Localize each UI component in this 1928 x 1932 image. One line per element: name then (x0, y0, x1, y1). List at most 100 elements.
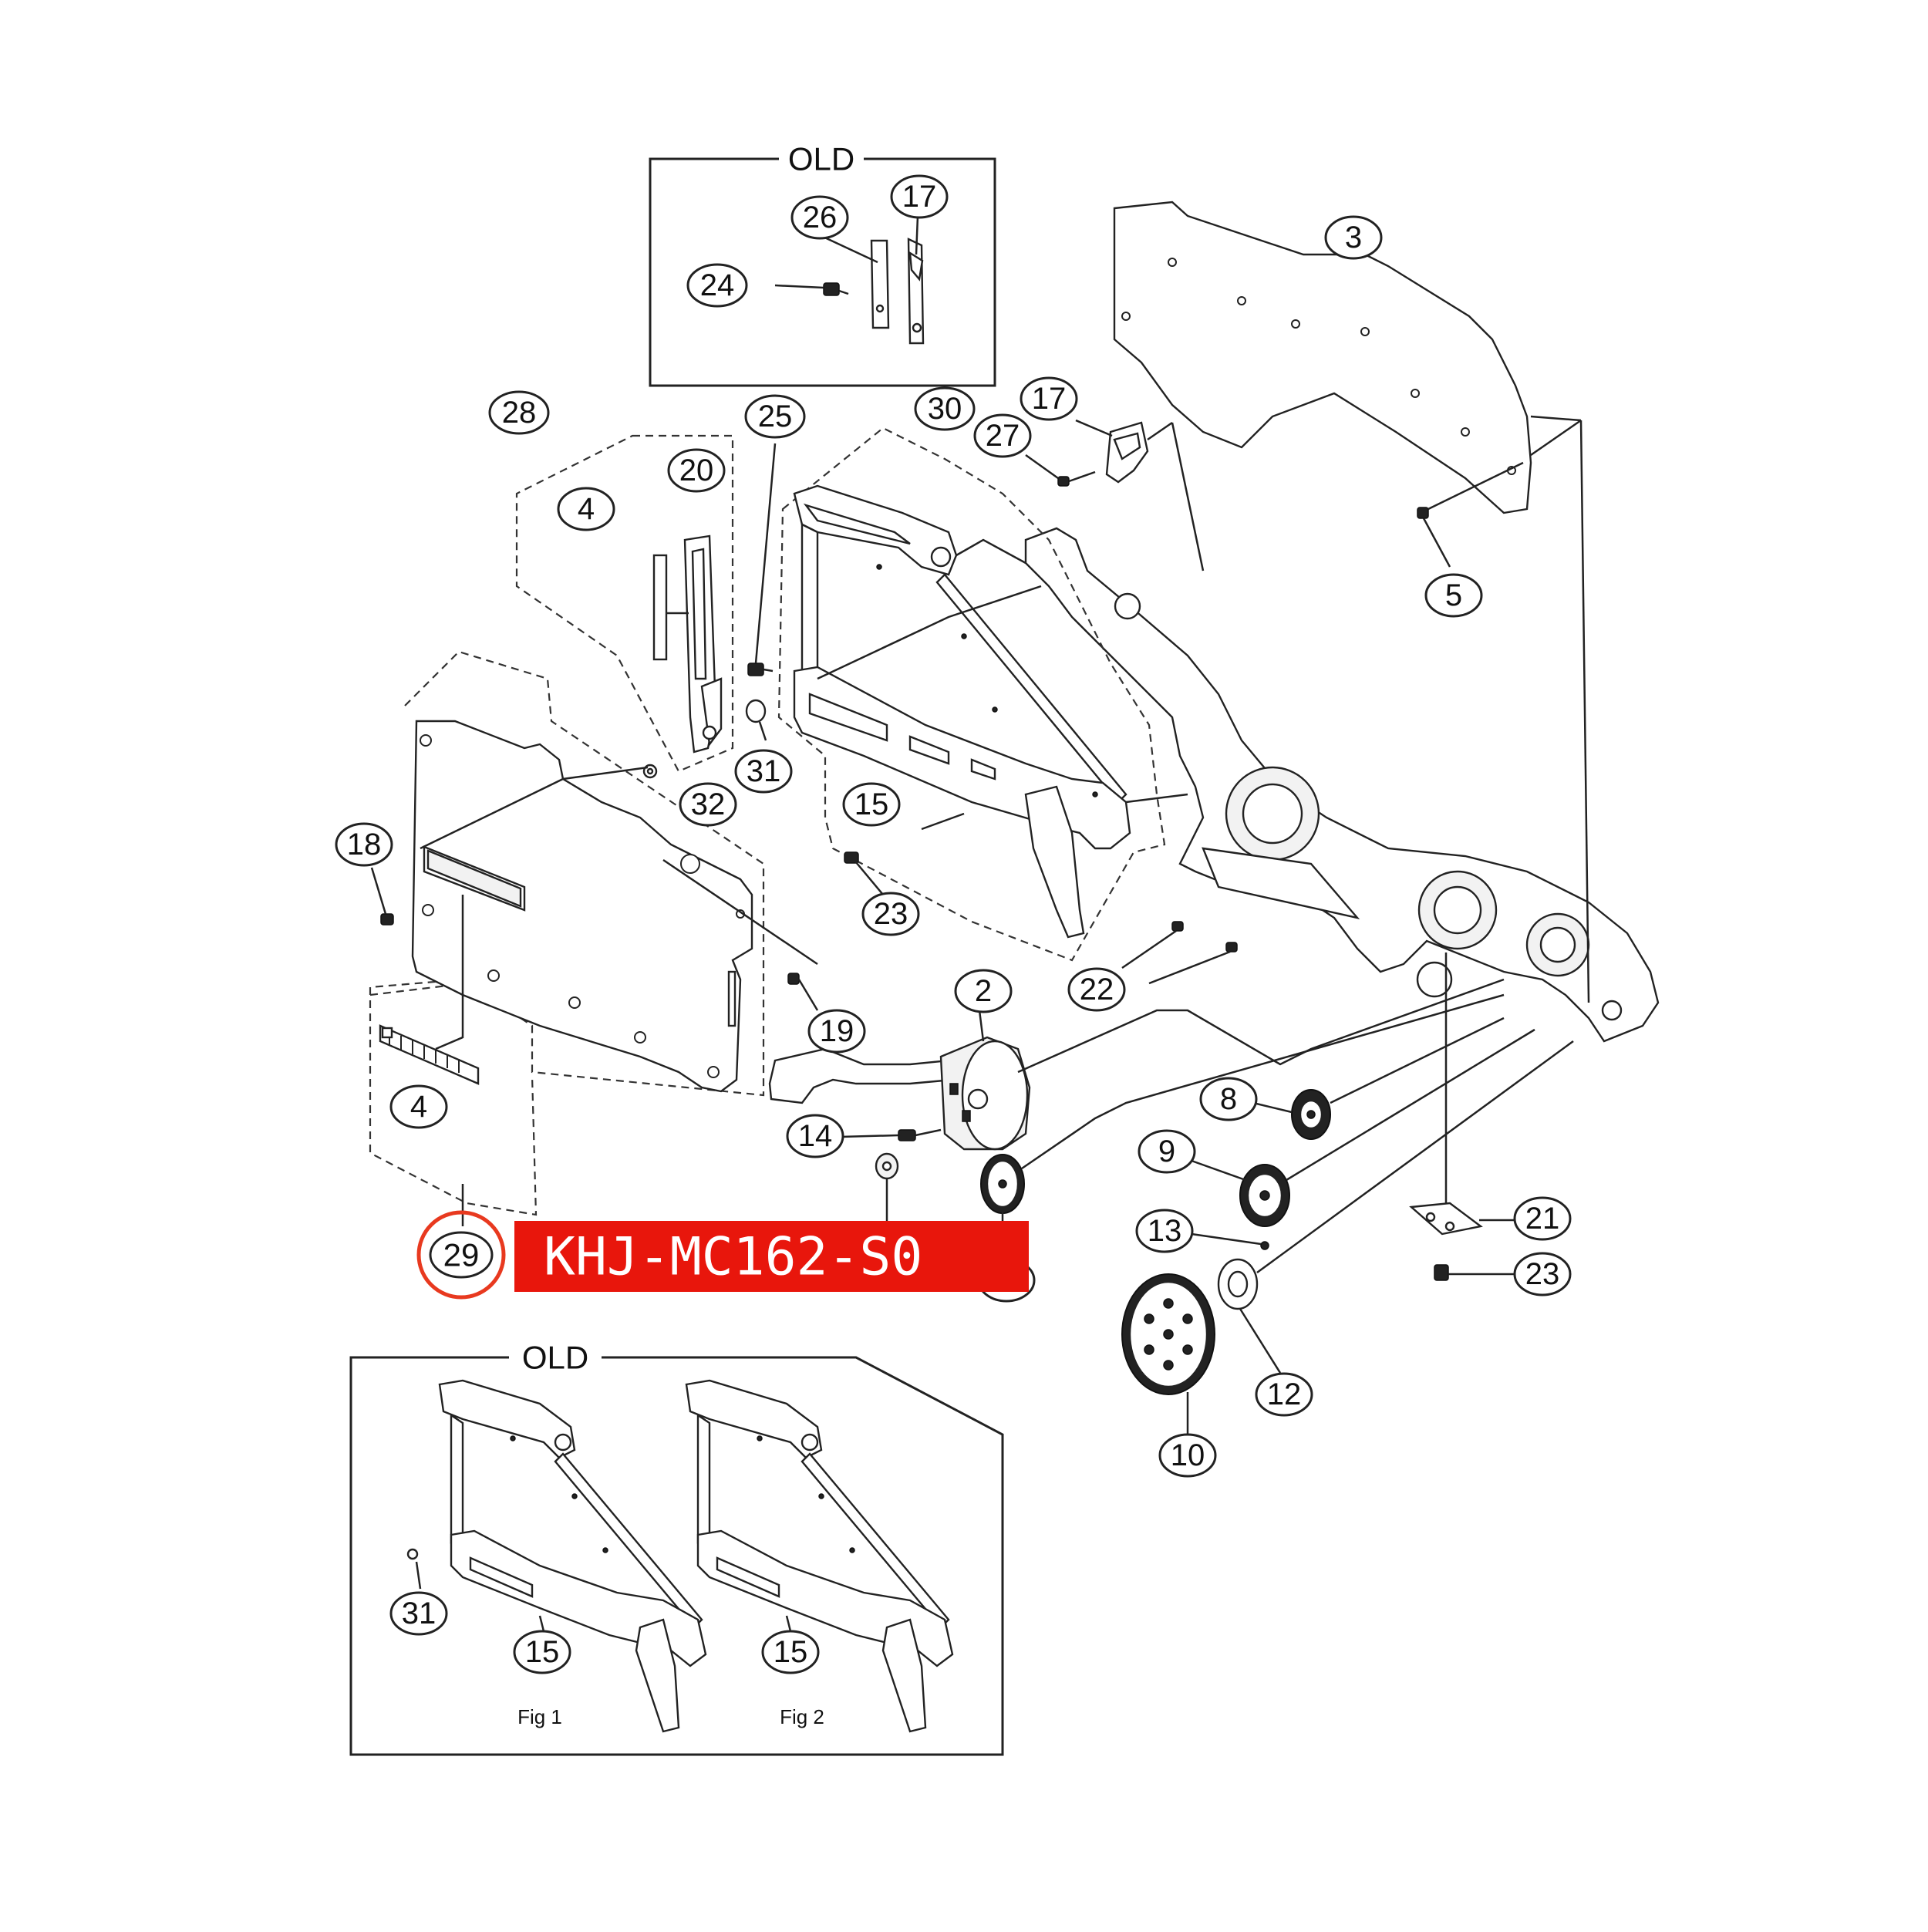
fig2-label: Fig 2 (780, 1705, 824, 1728)
fig1-drawing: Fig 1 (406, 1379, 707, 1733)
fig2-drawing: Fig 2 (685, 1379, 954, 1733)
small-gear (980, 993, 1505, 1234)
svg-text:31: 31 (747, 754, 781, 788)
callout-23-right[interactable]: 23 (1513, 1252, 1572, 1296)
svg-text:13: 13 (1148, 1214, 1182, 1248)
latch-17-screw-27 (1025, 419, 1205, 572)
svg-text:15: 15 (774, 1635, 808, 1669)
svg-text:8: 8 (1220, 1082, 1237, 1116)
callout-19[interactable]: 19 (807, 1009, 866, 1054)
svg-text:23: 23 (874, 897, 908, 931)
svg-text:31: 31 (402, 1597, 436, 1630)
callout-22[interactable]: 22 (1067, 967, 1126, 1012)
callout-28[interactable]: 28 (488, 390, 550, 435)
pin-13 (1191, 1232, 1269, 1250)
banner-part-number: KHJ-MC162-S0 (544, 1227, 922, 1288)
callout-21[interactable]: 21 (1513, 1196, 1572, 1241)
top-old-inset: OLD (649, 141, 996, 387)
plate-21-screw-23b (1409, 953, 1515, 1281)
screw-25-oring-31 (745, 443, 777, 741)
gear-10 (1121, 1273, 1215, 1435)
screw-14 (840, 1128, 942, 1222)
callout-15-fig2[interactable]: 15 (761, 1630, 820, 1674)
svg-text:12: 12 (1267, 1377, 1302, 1411)
part-number-banner[interactable]: KHJ-MC162-S0 (514, 1221, 1029, 1292)
svg-text:26: 26 (803, 201, 838, 234)
svg-text:30: 30 (928, 392, 962, 426)
fig1-label: Fig 1 (517, 1705, 562, 1728)
svg-text:25: 25 (758, 400, 793, 433)
callout-9[interactable]: 9 (1138, 1129, 1196, 1174)
callout-15-main[interactable]: 15 (842, 782, 901, 827)
svg-text:20: 20 (679, 453, 714, 487)
screws-22 (1121, 921, 1238, 985)
assembly-28 (515, 434, 734, 779)
callout-31-main[interactable]: 31 (734, 749, 793, 794)
top-old-label: OLD (788, 141, 854, 177)
svg-text:3: 3 (1345, 221, 1362, 255)
svg-text:15: 15 (854, 787, 889, 821)
callout-4-lower[interactable]: 4 (389, 1084, 448, 1129)
bottom-old-label: OLD (522, 1340, 588, 1376)
callout-23-mid[interactable]: 23 (861, 892, 920, 936)
gear-8 (1252, 1017, 1505, 1140)
callout-30[interactable]: 30 (914, 386, 976, 431)
gear-9 (1191, 1028, 1535, 1227)
back-plate-3 (1113, 201, 1582, 514)
svg-text:14: 14 (798, 1119, 833, 1153)
callout-18[interactable]: 18 (335, 822, 393, 867)
callout-2[interactable]: 2 (954, 969, 1013, 1013)
screw-5 (1417, 461, 1524, 568)
callout-12[interactable]: 12 (1255, 1372, 1313, 1417)
svg-text:22: 22 (1080, 973, 1114, 1006)
callout-10[interactable]: 10 (1158, 1433, 1217, 1478)
callout-14[interactable]: 14 (786, 1114, 844, 1158)
svg-text:19: 19 (820, 1014, 854, 1048)
svg-text:17: 17 (902, 180, 937, 214)
callout-32[interactable]: 32 (679, 782, 737, 827)
svg-text:21: 21 (1525, 1202, 1560, 1236)
callout-4-upper[interactable]: 4 (557, 487, 615, 531)
callout-17-mid[interactable]: 17 (1020, 376, 1078, 421)
callout-20[interactable]: 20 (667, 448, 726, 493)
svg-text:4: 4 (578, 492, 595, 526)
svg-text:9: 9 (1158, 1135, 1175, 1168)
washer-12 (1217, 1040, 1574, 1374)
callout-5[interactable]: 5 (1424, 573, 1483, 618)
banner-background (514, 1221, 1029, 1292)
svg-text:10: 10 (1171, 1438, 1205, 1472)
main-frame (1024, 415, 1660, 1043)
callout-15-fig1[interactable]: 15 (513, 1630, 571, 1674)
callout-8[interactable]: 8 (1199, 1077, 1258, 1121)
callout-29-text: 29 (443, 1237, 480, 1273)
callout-17-top[interactable]: 17 (890, 174, 949, 219)
screw-23a (844, 851, 884, 895)
callout-13[interactable]: 13 (1135, 1209, 1194, 1253)
svg-text:24: 24 (700, 268, 735, 302)
svg-text:5: 5 (1445, 578, 1462, 612)
callout-26[interactable]: 26 (790, 195, 849, 240)
bottom-old-inset: OLD Fig 1 (349, 1340, 1004, 1756)
screws-18-19 (370, 867, 819, 1011)
svg-text:18: 18 (347, 828, 382, 861)
callout-31-old[interactable]: 31 (389, 1591, 448, 1636)
svg-text:4: 4 (410, 1090, 427, 1124)
callout-25[interactable]: 25 (744, 394, 806, 439)
callouts: 17 26 24 3 28 25 30 17 27 20 4 5 31 32 1… (335, 174, 1572, 1674)
highlighted-callout-29[interactable]: 29 (416, 1184, 506, 1300)
svg-text:15: 15 (525, 1635, 560, 1669)
assembly-30 (777, 427, 1188, 962)
callout-27[interactable]: 27 (973, 413, 1032, 458)
part-2-motor (768, 978, 1505, 1151)
svg-text:28: 28 (502, 396, 537, 430)
svg-text:23: 23 (1525, 1257, 1560, 1291)
callout-24[interactable]: 24 (686, 263, 748, 308)
highlight-ring (416, 1210, 506, 1300)
svg-text:17: 17 (1032, 382, 1067, 416)
svg-text:2: 2 (975, 974, 992, 1008)
callout-3[interactable]: 3 (1324, 215, 1383, 260)
assembly-29 (369, 650, 818, 1216)
svg-text:32: 32 (691, 787, 726, 821)
